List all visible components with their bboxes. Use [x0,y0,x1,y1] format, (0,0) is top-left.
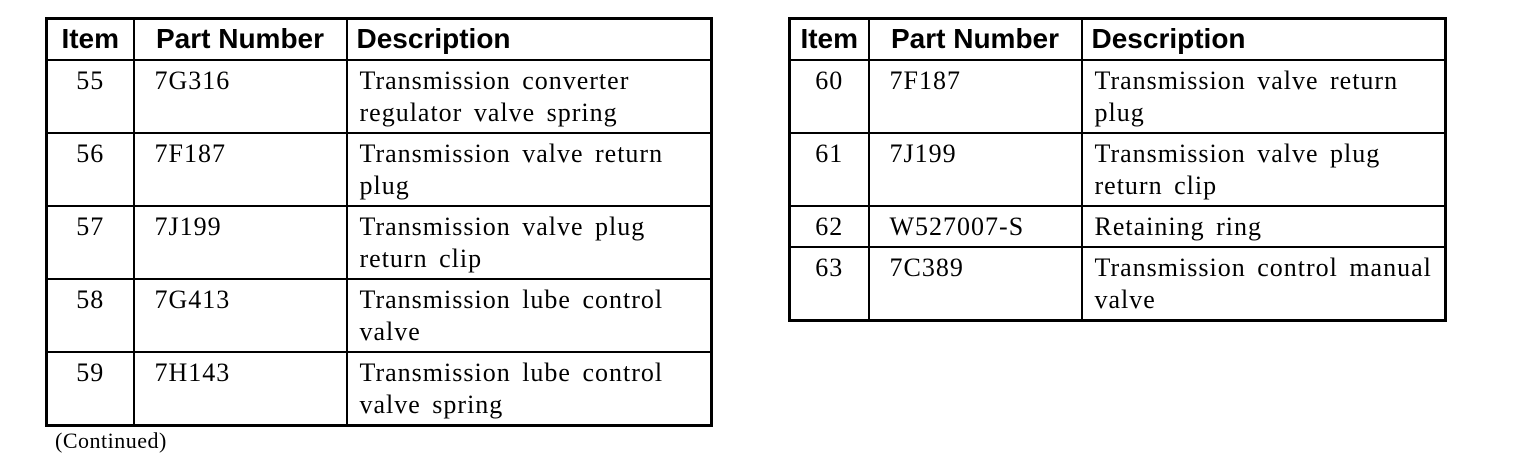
item-cell: 61 [788,131,870,207]
description-cell: Transmission control manual valve [1080,245,1447,321]
item-cell: 62 [788,204,870,248]
part-number-cell: 7G316 [132,58,348,134]
description-cell: Transmission lube control valve [345,277,713,353]
item-cell: 59 [45,350,135,426]
item-cell: 55 [45,58,135,134]
part-number-cell: 7G413 [132,277,348,353]
part-number-cell: 7J199 [867,131,1083,207]
description-cell: Transmission valve plug return clip [1080,131,1447,207]
header-row: Item Part Number Description [45,17,713,61]
item-cell: 56 [45,131,135,207]
header-description-column: Description [1080,17,1447,61]
part-number-cell: 7C389 [867,245,1083,321]
description-cell: Transmission valve return plug [345,131,713,207]
description-cell: Transmission valve return plug [1080,58,1447,134]
item-cell: 57 [45,204,135,280]
item-cell: 58 [45,277,135,353]
header-item-column: Item [45,17,135,61]
header-description-column: Description [345,17,713,61]
header-row: Item Part Number Description [788,17,1447,61]
header-part-number-column: Part Number [132,17,348,61]
part-number-cell: 7H143 [132,350,348,426]
header-part-number-column: Part Number [867,17,1083,61]
description-cell: Transmission valve plug return clip [345,204,713,280]
description-cell: Transmission converter regulator valve s… [345,58,713,134]
part-number-cell: 7F187 [132,131,348,207]
description-cell: Transmission lube control valve spring [345,350,713,426]
item-cell: 60 [788,58,870,134]
description-cell: Retaining ring [1080,204,1447,248]
continued-note: (Continued) [55,428,167,453]
part-number-cell: W527007-S [867,204,1083,248]
part-number-cell: 7F187 [867,58,1083,134]
header-item-column: Item [788,17,870,61]
part-number-cell: 7J199 [132,204,348,280]
item-cell: 63 [788,245,870,321]
